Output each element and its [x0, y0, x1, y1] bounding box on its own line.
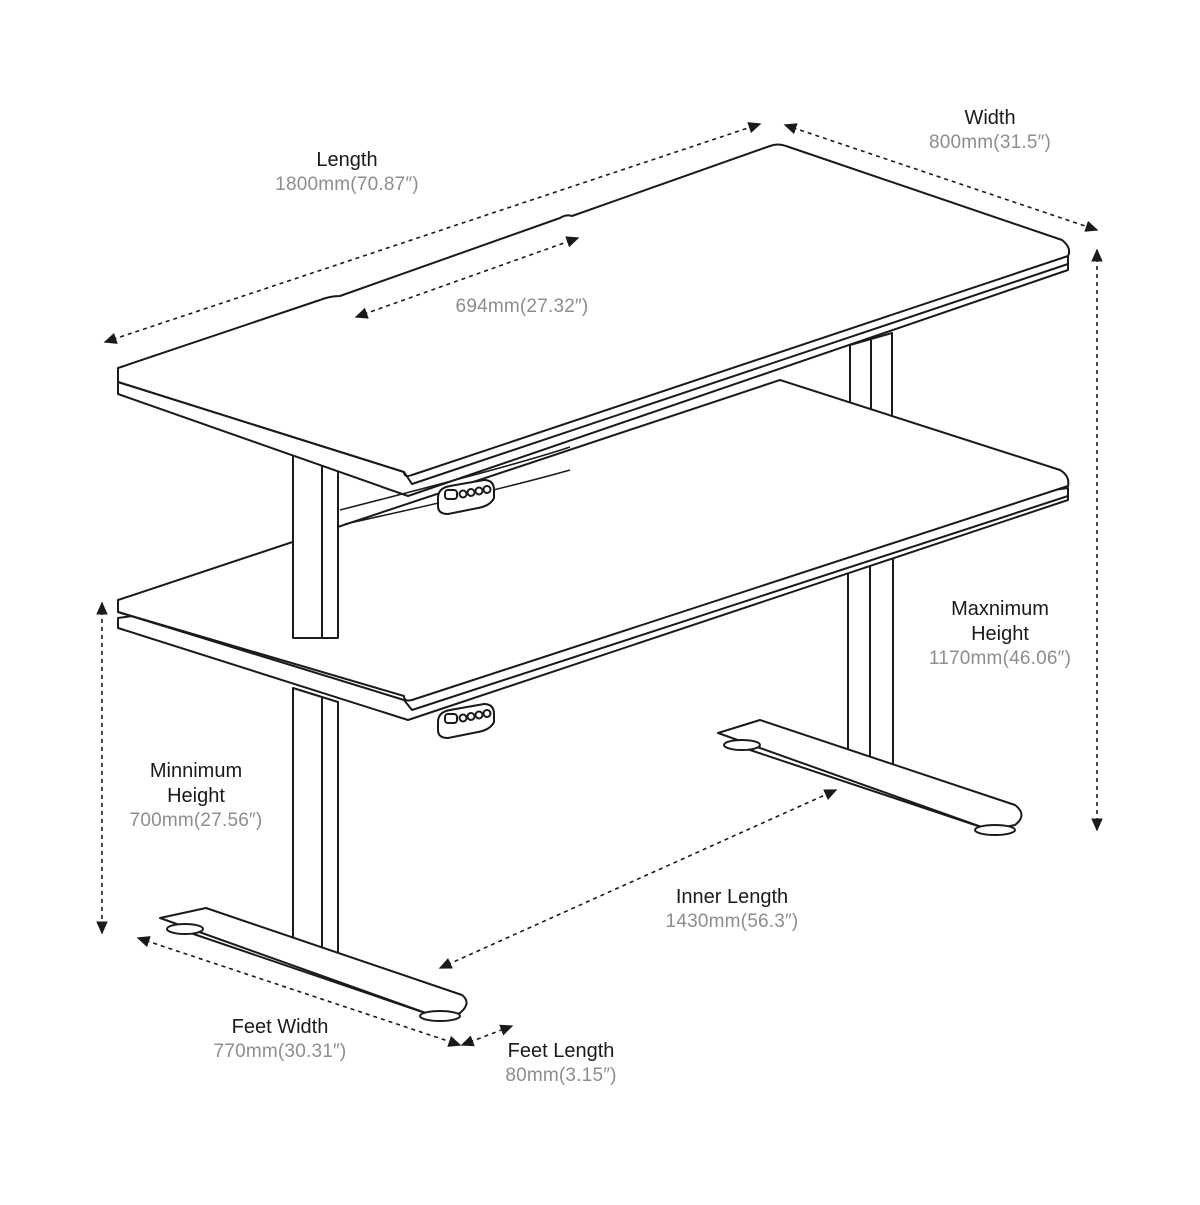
feet-width-dimension-line: [136, 936, 462, 1047]
min-height-title-line1: Minnimum: [149, 760, 243, 782]
feet-length-label: Feet Length 80mm(3.15″): [465, 1039, 657, 1088]
feet-length-dimension-line: [460, 1024, 514, 1047]
min-height-value: 700mm(27.56″): [129, 810, 263, 831]
length-dimension-line: [103, 122, 762, 344]
feet-length-title: Feet Length: [507, 1040, 615, 1062]
upper-controller: [437, 479, 495, 515]
length-value: 1800mm(70.87″): [275, 174, 419, 195]
length-title: Length: [316, 149, 378, 171]
min-height-label: Minnimum Height 700mm(27.56″): [100, 759, 292, 833]
front-leg: [159, 687, 468, 1022]
max-height-title-line2: Height: [971, 623, 1029, 645]
notch-value: 694mm(27.32″): [455, 296, 589, 317]
lower-desktop: [117, 379, 1070, 721]
back-leg: [717, 549, 1023, 836]
feet-width-value: 770mm(30.31″): [213, 1041, 347, 1062]
width-title: Width: [964, 107, 1016, 129]
length-label: Length 1800mm(70.87″): [247, 148, 447, 197]
min-height-title-line2: Height: [167, 785, 225, 807]
width-value: 800mm(31.5″): [928, 132, 1052, 153]
max-height-label: Maxnimum Height 1170mm(46.06″): [900, 597, 1100, 671]
feet-length-value: 80mm(3.15″): [505, 1065, 617, 1086]
max-height-title-line1: Maxnimum: [951, 598, 1049, 620]
width-label: Width 800mm(31.5″): [898, 106, 1082, 155]
inner-length-title: Inner Length: [675, 886, 789, 908]
inner-length-dimension-line: [438, 789, 838, 969]
max-height-value: 1170mm(46.06″): [928, 648, 1072, 669]
inner-length-label: Inner Length 1430mm(56.3″): [632, 885, 832, 934]
inner-length-value: 1430mm(56.3″): [665, 911, 799, 932]
upper-front-leg: [292, 454, 339, 639]
width-dimension-line: [783, 123, 1099, 232]
lower-controller: [437, 703, 495, 739]
notch-label: 694mm(27.32″): [422, 295, 622, 319]
feet-width-title: Feet Width: [231, 1016, 329, 1038]
feet-width-label: Feet Width 770mm(30.31″): [184, 1015, 376, 1064]
